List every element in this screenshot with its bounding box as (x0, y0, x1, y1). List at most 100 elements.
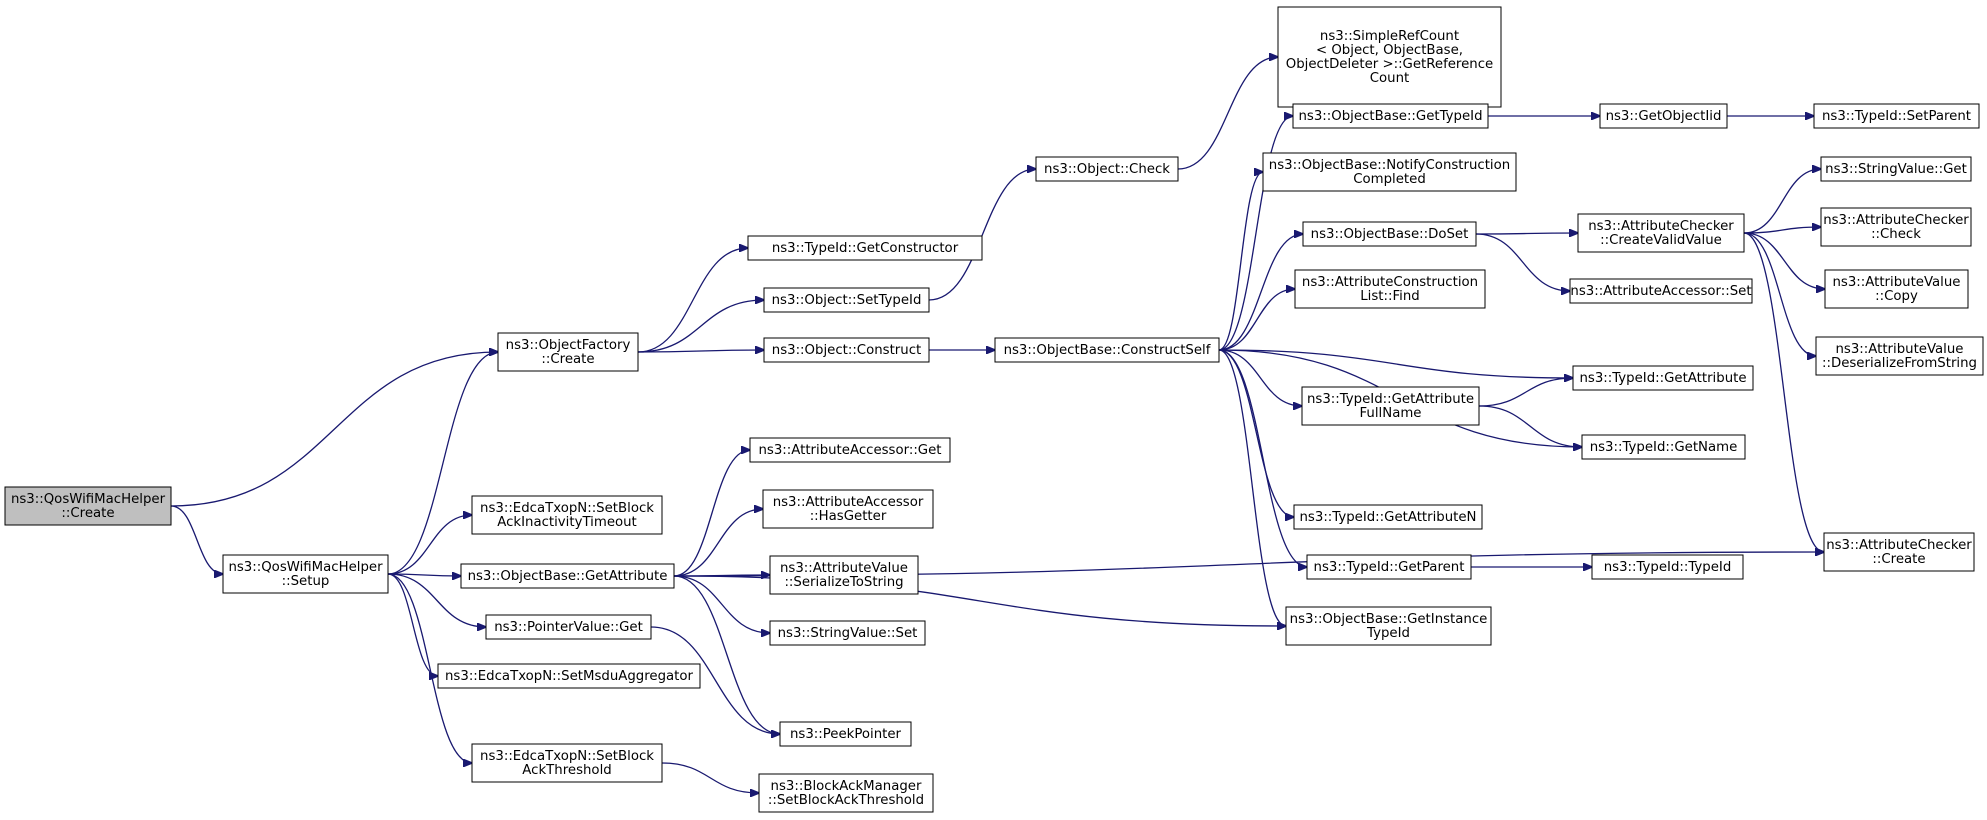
node-ac_check[interactable]: ns3::AttributeChecker::Check (1820, 207, 1972, 247)
node-label: ::SerializeToString (784, 575, 903, 590)
node-typeid_getattrn[interactable]: ns3::TypeId::GetAttributeN (1293, 504, 1483, 530)
edge-root-to-qwmh_setup (170, 505, 223, 574)
edge-ob_doset-to-ac_createvalid (1475, 233, 1578, 234)
node-typeid_setparent[interactable]: ns3::TypeId::SetParent (1813, 103, 1980, 129)
edge-line (387, 573, 438, 676)
edge-line (637, 300, 764, 353)
node-typeid_getparent[interactable]: ns3::TypeId::GetParent (1306, 554, 1472, 580)
edge-ob_doset-to-aa_set (1475, 233, 1570, 291)
node-edca_setblockthresh[interactable]: ns3::EdcaTxopN::SetBlockAckThreshold (471, 743, 663, 783)
node-label: ns3::SimpleRefCount (1320, 29, 1459, 44)
node-obj_construct[interactable]: ns3::Object::Construct (763, 337, 930, 363)
node-typeid_getctor[interactable]: ns3::TypeId::GetConstructor (747, 235, 983, 261)
node-label: FullName (1360, 406, 1422, 421)
edge-ob_getattribute-to-aa_hasgetter (673, 509, 763, 577)
edge-line (928, 169, 1036, 301)
node-sv_get[interactable]: ns3::StringValue::Get (1820, 156, 1972, 182)
node-aa_hasgetter[interactable]: ns3::AttributeAccessor::HasGetter (762, 489, 934, 529)
node-label: ns3::PeekPointer (790, 727, 902, 742)
node-simplerefcount[interactable]: ns3::SimpleRefCount< Object, ObjectBase,… (1277, 6, 1502, 108)
edge-of_create-to-obj_construct (637, 350, 764, 352)
node-ob_notify[interactable]: ns3::ObjectBase::NotifyConstructionCompl… (1262, 152, 1517, 192)
node-getobjectiid[interactable]: ns3::GetObjectIid (1599, 103, 1728, 129)
edge-line (673, 575, 770, 633)
edge-ac_createvalid-to-av_deser (1743, 232, 1816, 356)
node-label: ns3::StringValue::Set (778, 626, 918, 641)
edge-ob_constructself-to-ob_getinstance (1218, 349, 1286, 626)
node-label: ns3::AttributeValue (1835, 342, 1963, 357)
node-ob_gettypeid[interactable]: ns3::ObjectBase::GetTypeId (1292, 103, 1489, 129)
node-edca_setblockinact[interactable]: ns3::EdcaTxopN::SetBlockAckInactivityTim… (471, 495, 663, 535)
node-label: ns3::TypeId::GetAttribute (1579, 371, 1746, 386)
node-box (1581, 434, 1746, 460)
node-box (1301, 386, 1480, 426)
node-aa_get[interactable]: ns3::AttributeAccessor::Get (749, 437, 951, 463)
node-ac_createvalid[interactable]: ns3::AttributeChecker::CreateValidValue (1577, 213, 1745, 253)
node-obj_settypeid[interactable]: ns3::Object::SetTypeId (763, 287, 930, 313)
node-label: ::Create (1872, 552, 1925, 567)
node-box (1306, 554, 1472, 580)
node-label: ns3::TypeId::GetParent (1314, 560, 1465, 575)
edge-pv_get-to-peekpointer (650, 626, 780, 734)
node-typeid_getattr[interactable]: ns3::TypeId::GetAttribute (1572, 365, 1754, 391)
edge-line (1478, 378, 1573, 407)
node-typeid_typeid[interactable]: ns3::TypeId::TypeId (1591, 554, 1744, 580)
node-box (437, 663, 701, 689)
node-av_deser[interactable]: ns3::AttributeValue::DeserializeFromStri… (1815, 336, 1984, 376)
node-box (1599, 103, 1728, 129)
node-peekpointer[interactable]: ns3::PeekPointer (779, 721, 912, 747)
node-of_create[interactable]: ns3::ObjectFactory::Create (497, 332, 639, 372)
node-aa_set[interactable]: ns3::AttributeAccessor::Set (1569, 278, 1753, 304)
node-box (769, 620, 926, 646)
node-label: ::CreateValidValue (1600, 233, 1722, 248)
edge-line (1218, 349, 1307, 567)
edge-ob_getattribute-to-peekpointer (673, 575, 780, 734)
node-box (1824, 269, 1969, 309)
node-root[interactable]: ns3::QosWifiMacHelper::Create (4, 486, 172, 526)
edge-line (387, 573, 472, 763)
edge-line (637, 350, 764, 352)
node-ob_doset[interactable]: ns3::ObjectBase::DoSet (1302, 221, 1477, 247)
edge-ob_constructself-to-ob_doset (1218, 234, 1303, 351)
node-label: ns3::TypeId::GetAttribute (1307, 392, 1474, 407)
node-box (4, 486, 172, 526)
edge-ob_constructself-to-typeid_getparent (1218, 349, 1307, 567)
node-label: TypeId (1366, 626, 1410, 641)
edge-line (1218, 349, 1294, 517)
edge-ob_constructself-to-ob_notify (1218, 172, 1263, 351)
node-pv_get[interactable]: ns3::PointerValue::Get (485, 614, 652, 640)
node-ob_getattribute[interactable]: ns3::ObjectBase::GetAttribute (460, 563, 675, 589)
node-qwmh_setup[interactable]: ns3::QosWifiMacHelper::Setup (222, 554, 389, 594)
edge-ob_constructself-to-acl_find (1218, 289, 1295, 351)
edge-line (1218, 349, 1286, 626)
node-label: ns3::ObjectBase::GetTypeId (1298, 109, 1482, 124)
node-box (749, 437, 951, 463)
node-typeid_getname[interactable]: ns3::TypeId::GetName (1581, 434, 1746, 460)
node-box (1820, 156, 1972, 182)
node-label: ns3::QosWifiMacHelper (11, 492, 166, 507)
node-label: ns3::TypeId::TypeId (1604, 560, 1732, 575)
node-av_copy[interactable]: ns3::AttributeValue::Copy (1824, 269, 1969, 309)
node-box (222, 554, 389, 594)
node-label: ::DeserializeFromString (1822, 356, 1977, 371)
node-av_serialize[interactable]: ns3::AttributeValue::SerializeToString (769, 555, 919, 595)
node-sv_set[interactable]: ns3::StringValue::Set (769, 620, 926, 646)
edge-line (387, 352, 498, 575)
node-label: Completed (1353, 172, 1426, 187)
node-label: ::Check (1871, 227, 1921, 242)
node-box (1285, 606, 1492, 646)
node-edca_setmsdu[interactable]: ns3::EdcaTxopN::SetMsduAggregator (437, 663, 701, 689)
node-label: ObjectDeleter >::GetReference (1286, 57, 1493, 72)
node-ob_constructself[interactable]: ns3::ObjectBase::ConstructSelf (994, 337, 1220, 363)
node-bam_setthresh[interactable]: ns3::BlockAckManager::SetBlockAckThresho… (758, 773, 934, 813)
edge-ac_createvalid-to-sv_get (1743, 169, 1821, 234)
node-label: List::Find (1360, 289, 1419, 304)
node-obj_check[interactable]: ns3::Object::Check (1035, 156, 1179, 182)
edge-line (1218, 116, 1293, 351)
edge-line (1218, 234, 1303, 351)
node-label: ns3::TypeId::SetParent (1822, 109, 1971, 124)
node-ac_create[interactable]: ns3::AttributeChecker::Create (1823, 532, 1975, 572)
